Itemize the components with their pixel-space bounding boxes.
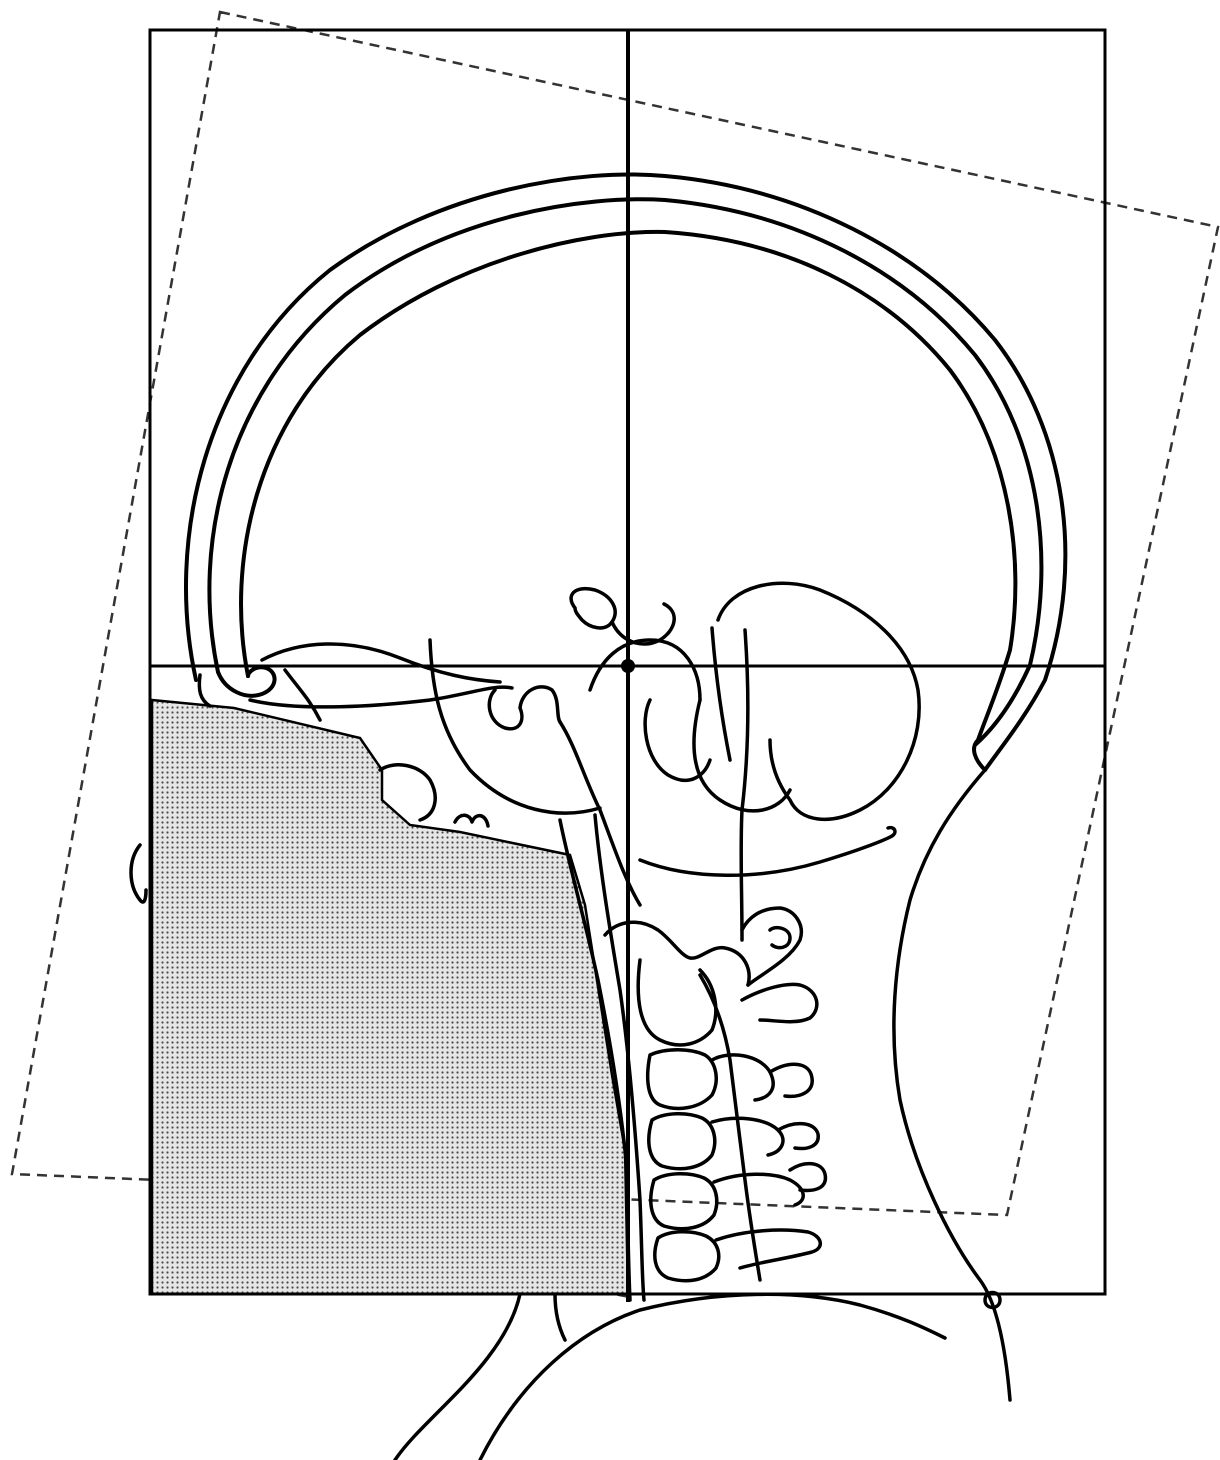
occipital-condyle-line [741, 630, 748, 940]
vertebra-c2-body [638, 960, 716, 1045]
nasal-outline [199, 675, 210, 706]
spinous-process-c6 [790, 1164, 825, 1191]
vertebra-c3-body [648, 1050, 717, 1109]
zygomatic-line [712, 628, 730, 760]
crosshair-center-dot [621, 659, 635, 673]
forehead-bump [131, 845, 146, 902]
sphenoid-wing [612, 604, 674, 644]
vertebra-c4-facet [712, 1118, 783, 1155]
sella-turcica [489, 687, 560, 729]
vertebra-c6-body [655, 1232, 719, 1281]
clinoid-process [571, 589, 615, 628]
spinous-process-c4 [770, 1064, 812, 1096]
teeth-outline [455, 815, 488, 826]
vertebra-c5-facet [714, 1174, 803, 1205]
trachea-line [555, 1294, 565, 1340]
ear-inner-loop [645, 700, 710, 780]
vertebra-c6-facet [716, 1230, 820, 1268]
vertebra-c4-body [649, 1114, 715, 1169]
mastoid-region [590, 640, 700, 700]
vertebra-c3-facet [712, 1055, 773, 1100]
skull-outer-curve [186, 174, 1065, 770]
shoulder-curve [480, 1294, 945, 1460]
shaded-block [152, 700, 628, 1294]
posterior-neck-line [894, 770, 1010, 1400]
anterior-cranial-base [250, 687, 512, 707]
spinous-process-c2-tip [770, 928, 790, 948]
skull-occiput-curl [974, 740, 985, 770]
shaded-block-shape [152, 700, 628, 1294]
posterior-skull-base [640, 828, 895, 876]
skull-outline [186, 174, 1065, 770]
spinous-process-c3 [742, 984, 817, 1021]
anterior-throat-line [395, 1294, 520, 1460]
maxilla-line [285, 670, 320, 720]
orbit-roof-curve [262, 644, 500, 682]
